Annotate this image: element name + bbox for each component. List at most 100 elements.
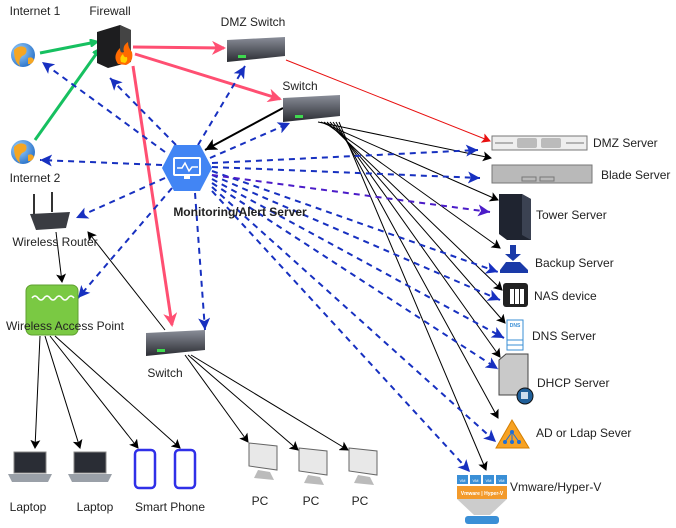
nas-device-node[interactable]: NAS device [503, 283, 597, 307]
switch-server-link [326, 121, 503, 291]
wap-device-link [30, 335, 41, 449]
pc-icon [248, 442, 278, 471]
pc1-label: PC [252, 494, 269, 508]
vm-badge: VM [499, 478, 505, 483]
router-icon [30, 212, 70, 230]
switch-icon [146, 330, 205, 356]
hypervisor-icon: VM VM VM VM Vmware | Hyper-V [457, 475, 507, 524]
switch-top-label: Switch [282, 79, 317, 93]
dhcp-server-node[interactable]: DHCP Server [498, 353, 609, 405]
laptop-icon [68, 474, 112, 482]
pc-node-1[interactable]: PC [248, 442, 278, 508]
laptop2-label: Laptop [77, 500, 114, 514]
monitor-link [109, 77, 177, 146]
firewall-node[interactable]: Firewall [89, 4, 133, 68]
tower-server-node[interactable]: Tower Server [499, 194, 607, 240]
monitor-tower-link [211, 174, 491, 217]
switch-top-node[interactable]: Switch [282, 79, 340, 122]
vmware-hyperv-label: Vmware/Hyper-V [510, 480, 601, 494]
wireless-access-point-label: Wireless Access Point [6, 319, 125, 333]
router-wap-link [55, 231, 67, 283]
dns-badge: DNS [510, 323, 521, 329]
laptop-node-2[interactable]: Laptop [68, 451, 114, 514]
monitor-server-link [211, 166, 481, 184]
laptop-node-1[interactable]: Laptop [8, 451, 52, 514]
monitor-server-link [211, 178, 505, 339]
monitor-link [194, 192, 211, 331]
switch-monitor-link [204, 107, 284, 151]
dmz-switch-node[interactable]: DMZ Switch [221, 15, 286, 62]
switch-server-link [323, 121, 501, 249]
dns-icon [506, 319, 524, 351]
switch-pc-link [190, 354, 349, 451]
dmz-server-node[interactable]: DMZ Server [491, 135, 658, 151]
monitor-server-link [211, 170, 499, 274]
switch-router-link [87, 231, 166, 331]
internet2-node[interactable]: Internet 2 [10, 140, 61, 185]
internet1-node[interactable]: Internet 1 [10, 4, 61, 67]
monitoring-server-node[interactable]: Monitoring/Alert Server [162, 145, 307, 219]
monitor-link [77, 187, 173, 299]
backup-server-label: Backup Server [535, 256, 614, 270]
internet1-label: Internet 1 [10, 4, 61, 18]
dns-server-node[interactable]: DNS DNS Server [506, 319, 596, 351]
monitor-link [197, 65, 246, 146]
nas-device-label: NAS device [534, 289, 597, 303]
vmware-hyperv-node[interactable]: VM VM VM VM Vmware | Hyper-V Vmware/Hype… [457, 475, 601, 524]
monitor-link [39, 154, 163, 167]
blade-server-label: Blade Server [601, 168, 670, 182]
switch-server-link [338, 121, 488, 471]
internet2-firewall-link [33, 50, 99, 141]
switch-pc-link [184, 354, 249, 443]
switch-server-link [317, 121, 492, 162]
connections [30, 40, 506, 473]
monitor-server-link [211, 186, 497, 443]
monitoring-server-label: Monitoring/Alert Server [173, 205, 307, 219]
wap-device-link [49, 335, 139, 449]
switch-pc-link [187, 354, 299, 451]
internet2-label: Internet 2 [10, 171, 61, 185]
backup-icon [505, 245, 521, 261]
switch-icon [283, 95, 340, 122]
pc-icon [298, 447, 328, 476]
laptop-icon [8, 474, 52, 482]
wap-device-link [44, 335, 83, 449]
switch-server-link [329, 121, 506, 324]
wap-device-link [54, 335, 181, 449]
backup-server-node[interactable]: Backup Server [500, 245, 614, 273]
blade-server-icon [491, 164, 593, 184]
wireless-router-node[interactable]: Wireless Router [12, 192, 98, 249]
blade-server-node[interactable]: Blade Server [491, 164, 670, 184]
firewall-dmz-switch-link [132, 40, 226, 55]
pc2-label: PC [303, 494, 320, 508]
pc3-label: PC [352, 494, 369, 508]
vm-badge: VM [486, 478, 492, 483]
firewall-switch-link [134, 52, 282, 103]
pc-node-2[interactable]: PC [298, 447, 328, 508]
dmz-switch-dmz-server-link [285, 59, 491, 143]
firewall-bottom-switch-link [131, 65, 178, 327]
access-point-icon [25, 284, 79, 336]
ad-ldap-server-node[interactable]: AD or Ldap Sever [495, 419, 631, 449]
wireless-access-point-node[interactable]: Wireless Access Point [6, 284, 125, 336]
switch-server-link [335, 121, 499, 419]
switch-bottom-label: Switch [147, 366, 182, 380]
monitor-server-link [211, 174, 501, 301]
smart-phone-node[interactable]: Smart Phone [133, 448, 205, 514]
dns-server-label: DNS Server [532, 329, 596, 343]
switch-icon [227, 37, 285, 62]
switch-server-link [332, 121, 501, 358]
smartphone-icon [173, 448, 197, 490]
wireless-router-label: Wireless Router [12, 235, 97, 249]
dmz-switch-label: DMZ Switch [221, 15, 286, 29]
switch-bottom-node[interactable]: Switch [146, 330, 205, 380]
pc-node-3[interactable]: PC [348, 447, 378, 508]
pc-icon [348, 447, 378, 476]
smartphone-icon [133, 448, 157, 490]
monitor-server-link [211, 182, 499, 370]
internet1-firewall-link [39, 42, 96, 55]
monitor-link [75, 177, 166, 219]
firewall-label: Firewall [89, 4, 130, 18]
monitor-server-link [211, 190, 471, 473]
